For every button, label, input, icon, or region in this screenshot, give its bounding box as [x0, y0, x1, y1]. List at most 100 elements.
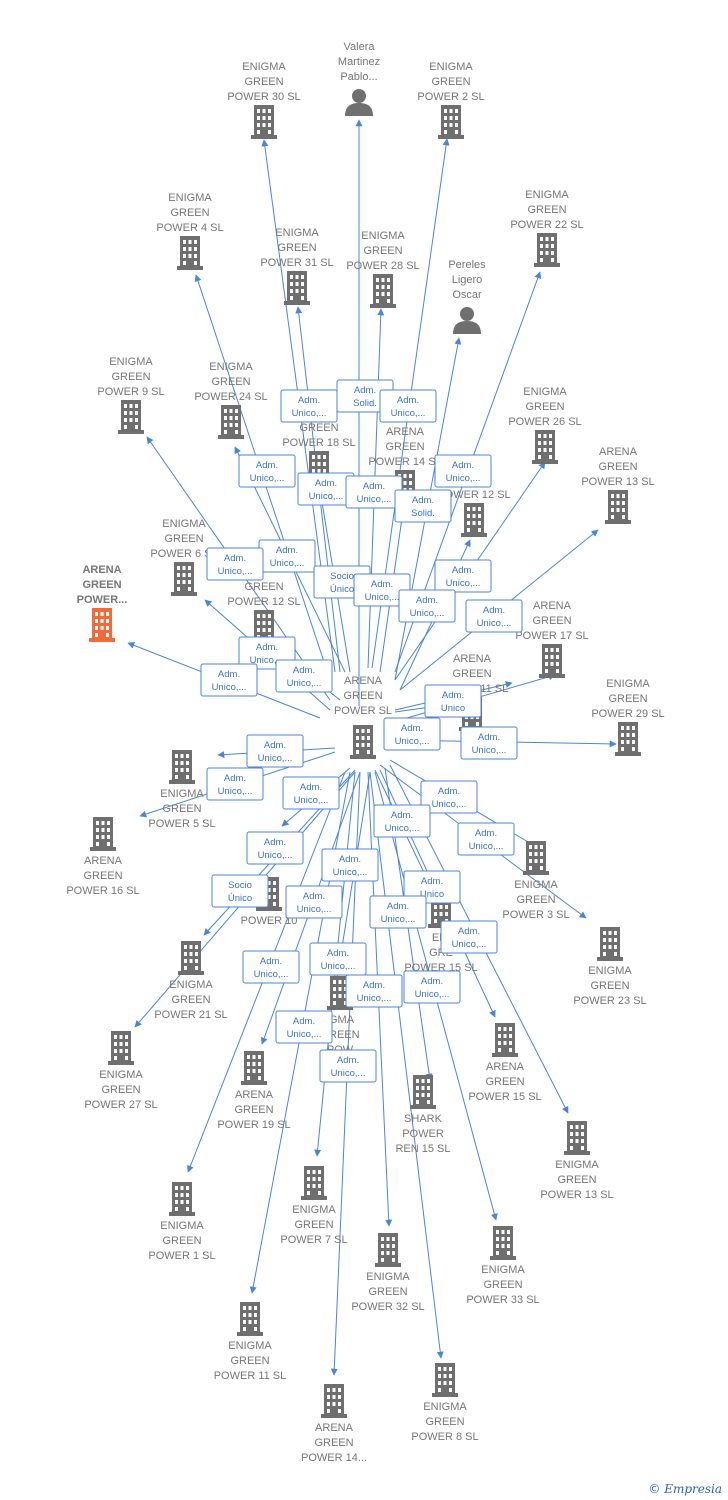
relation-label-box	[321, 848, 379, 882]
node-label-line: POWER 31 SL	[260, 257, 333, 269]
relation-label[interactable]: Adm.Unico,...	[434, 559, 492, 593]
relation-label[interactable]: Adm.Unico,...	[457, 822, 515, 856]
node-agsel[interactable]: ARENAGREENPOWER...	[77, 564, 128, 642]
relation-label[interactable]: Adm.Unico,...	[246, 831, 304, 865]
relation-label[interactable]: Adm.Unico,...	[275, 659, 333, 693]
node-label-line: POWER 5 SL	[148, 818, 215, 830]
relation-label-box	[383, 717, 441, 751]
relation-label[interactable]: Adm.Unico,...	[200, 663, 258, 697]
node-label-line: GREEN	[452, 668, 491, 680]
relation-label[interactable]: Adm.Unico,...	[434, 454, 492, 488]
relation-label[interactable]: Adm.Unico,...	[440, 920, 498, 954]
relation-label-text: Unico,...	[297, 904, 332, 915]
relation-label[interactable]: Adm.Unico,...	[403, 970, 461, 1004]
node-label-line: ARENA	[344, 675, 383, 687]
relation-label[interactable]: Adm.Unico,...	[373, 804, 431, 838]
relation-label[interactable]: Adm.Unico,...	[280, 389, 338, 423]
relation-label[interactable]: Adm.Unico,...	[309, 942, 367, 976]
relation-label[interactable]: Adm.Unico,...	[321, 848, 379, 882]
relation-label[interactable]: Adm.Unico,...	[460, 726, 518, 760]
relation-label-text: Unico,...	[258, 753, 293, 764]
relation-label-text: Socio	[330, 571, 354, 582]
node-x10[interactable]: POWER 10	[241, 877, 298, 927]
node-x12r[interactable]: POWER 12 SL	[437, 489, 511, 537]
relation-label-text: Unico,...	[446, 578, 481, 589]
building-icon	[118, 400, 144, 434]
footer-brand[interactable]: © Empresia	[648, 1482, 722, 1496]
relation-label[interactable]: Adm.Unico,...	[319, 1049, 377, 1083]
relation-label-text: Adm.	[224, 553, 246, 564]
relation-label[interactable]: Adm.Unico,...	[206, 767, 264, 801]
relation-label[interactable]: Adm.Unico,...	[383, 717, 441, 751]
relation-label[interactable]: Adm.Unico,...	[242, 950, 300, 984]
relation-label[interactable]: Adm.Unico,...	[258, 539, 316, 573]
relation-label-text: Unico,...	[250, 473, 285, 484]
relation-label-text: Adm.	[293, 665, 315, 676]
relation-label[interactable]: Adm.Unico,...	[282, 776, 340, 810]
relation-label[interactable]: Adm.Unico,...	[285, 885, 343, 919]
relation-label[interactable]: Adm.Unico,...	[275, 1010, 333, 1044]
node-label-line: GREEN	[162, 803, 201, 815]
relation-label[interactable]: Adm.Unico,...	[345, 974, 403, 1008]
relation-label[interactable]: Adm.Solid.	[336, 379, 394, 413]
node-label-line: POWER 2 SL	[417, 91, 484, 103]
relation-label-box	[319, 1049, 377, 1083]
relation-label[interactable]: Adm.Unico,...	[369, 895, 427, 929]
node-valera[interactable]: ValeraMartinezPablo...	[338, 41, 380, 116]
building-icon	[178, 941, 204, 975]
node-label-line: GREEN	[431, 76, 470, 88]
relation-label[interactable]: Adm.Unico,...	[420, 780, 478, 814]
relation-label[interactable]: Adm.Unico,...	[246, 734, 304, 768]
relation-label[interactable]: Adm.Unico,...	[398, 589, 456, 623]
node-label-line: GREEN	[363, 245, 402, 257]
relation-label[interactable]: Adm.Solid.	[394, 489, 452, 523]
relation-label[interactable]: Adm.Unico	[424, 684, 482, 718]
relation-label[interactable]: Adm.Unico,...	[345, 475, 403, 509]
relation-label[interactable]: Adm.Unico,...	[206, 547, 264, 581]
relation-label-text: Único	[330, 584, 354, 595]
relation-label[interactable]: Adm.Unico,...	[465, 599, 523, 633]
node-label-line: GREEN	[111, 371, 150, 383]
relation-label[interactable]: Adm.Unico,...	[238, 454, 296, 488]
relation-label-text: Unico,...	[270, 558, 305, 569]
relation-label[interactable]: Adm.Unico,...	[379, 389, 437, 423]
relation-label[interactable]: Adm.Unico	[403, 870, 461, 904]
